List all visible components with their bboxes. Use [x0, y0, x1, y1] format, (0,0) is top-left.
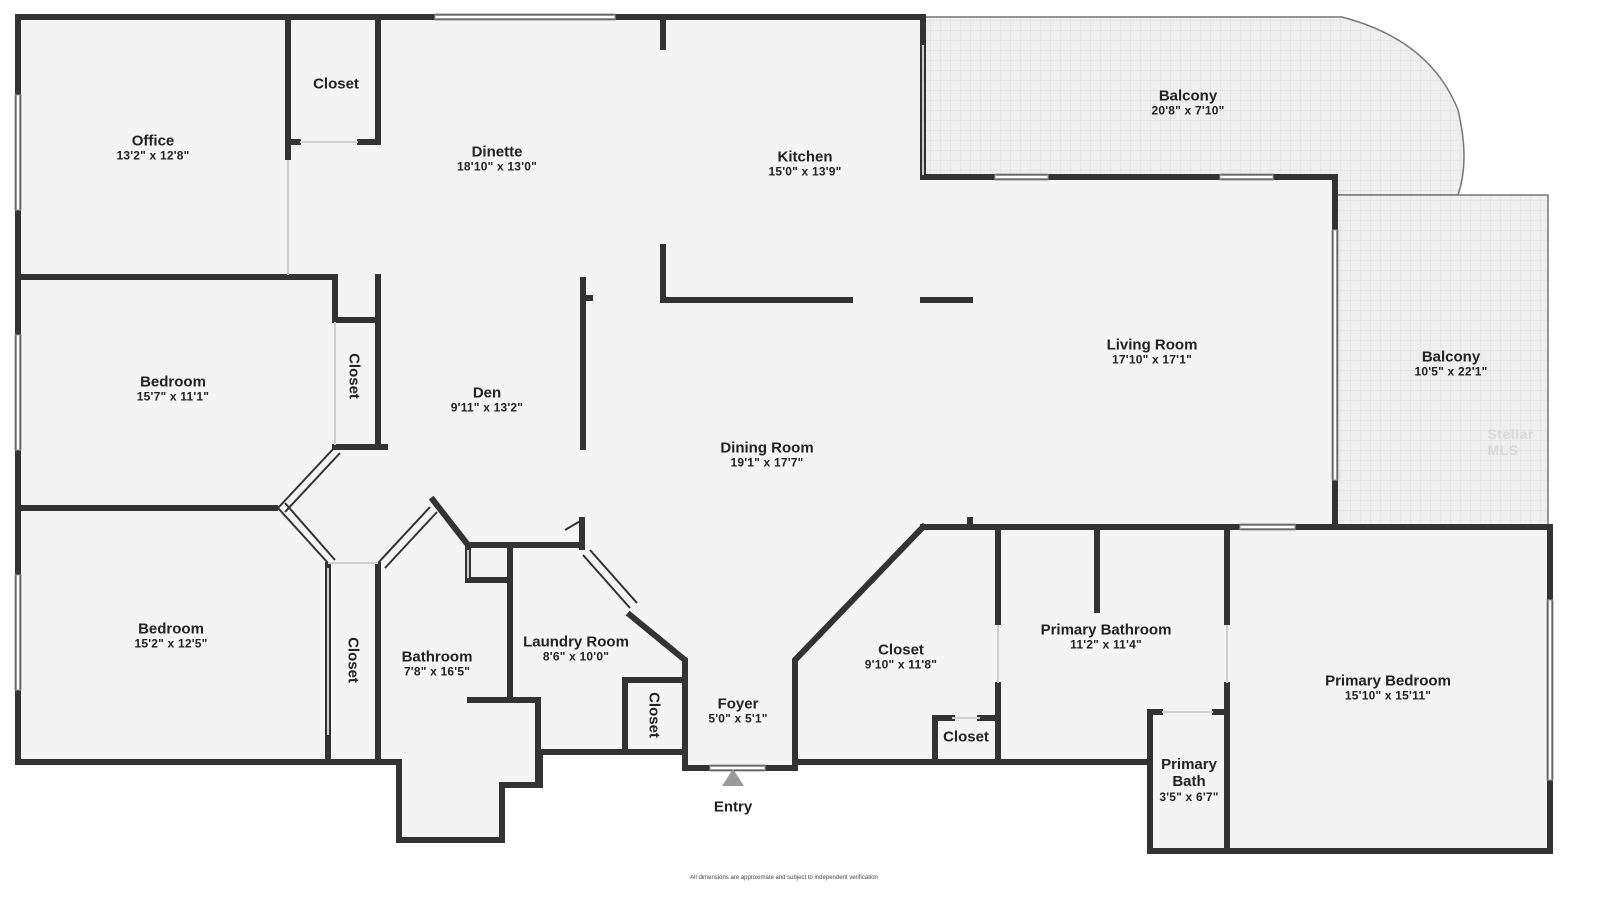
room-dims: 15'0" x 13'9"	[768, 164, 842, 179]
windows	[16, 15, 1552, 780]
room-name: Closet	[878, 641, 924, 659]
room-closet-small: Closet	[943, 728, 989, 745]
room-name: Foyer	[717, 695, 759, 713]
room-name: Closet	[345, 353, 363, 399]
room-name: Dining Room	[720, 439, 814, 457]
room-name: Living Room	[1106, 336, 1198, 354]
room-dims: 15'10" x 15'11"	[1344, 688, 1432, 703]
walls	[15, 14, 1553, 854]
window-frames	[14, 13, 1554, 781]
watermark: Stellar MLS	[1487, 426, 1534, 458]
room-dims: 9'10" x 11'8"	[864, 657, 938, 672]
room-dims: 8'6" x 10'0"	[542, 649, 610, 664]
entry-arrow-icon	[722, 769, 744, 786]
room-name: Primary Bedroom	[1325, 672, 1451, 690]
room-name: Den	[472, 384, 502, 402]
room-name: Kitchen	[777, 148, 833, 166]
balcony-top-floor	[922, 16, 1465, 196]
room-name: Primary Bathroom	[1040, 621, 1172, 639]
interior-floor	[18, 17, 1550, 851]
angled-walls	[277, 446, 638, 609]
room-dims: 19'1" x 17'7"	[730, 455, 804, 470]
room-name: Laundry Room	[523, 633, 629, 651]
room-name: Office	[131, 132, 175, 150]
room-dims: 17'10" x 17'1"	[1112, 352, 1192, 367]
room-dims: 11'2" x 11'4"	[1070, 637, 1142, 652]
room-name: Bathroom	[401, 648, 473, 666]
room-name: Primary Bath	[1161, 755, 1217, 791]
room-dims: 15'7" x 11'1"	[136, 389, 210, 404]
disclaimer: All dimensions are approximate and subje…	[690, 875, 878, 881]
room-dims: 18'10" x 13'0"	[457, 159, 537, 174]
entry-label: Entry	[713, 798, 753, 816]
room-dims: 20'8" x 7'10"	[1151, 103, 1225, 118]
room-dims: 7'8" x 16'5"	[403, 664, 471, 679]
room-closet-top: Closet	[313, 75, 359, 92]
room-name: Closet	[943, 728, 989, 746]
room-closet-bedroom-1: Closet	[345, 353, 363, 399]
room-dims: 15'2" x 12'5"	[134, 636, 208, 651]
room-name: Balcony	[1421, 348, 1481, 366]
room-name: Closet	[645, 692, 663, 738]
room-closet-laundry: Closet	[645, 692, 663, 738]
room-dims: 5'0" x 5'1"	[708, 711, 768, 726]
room-closet-bedroom-2: Closet	[344, 637, 362, 683]
room-name: Dinette	[471, 143, 523, 161]
room-dims: 10'5" x 22'1"	[1414, 364, 1488, 379]
room-dims: 13'2" x 12'8"	[116, 148, 190, 163]
room-name: Bedroom	[140, 373, 206, 391]
room-name: Balcony	[1158, 87, 1218, 105]
doorways	[287, 45, 1228, 735]
room-dims: 9'11" x 13'2"	[450, 400, 524, 415]
room-name: Closet	[313, 75, 359, 93]
room-name: Closet	[344, 637, 362, 683]
room-name: Bedroom	[138, 620, 204, 638]
room-dims: 3'5" x 6'7"	[1159, 789, 1219, 804]
